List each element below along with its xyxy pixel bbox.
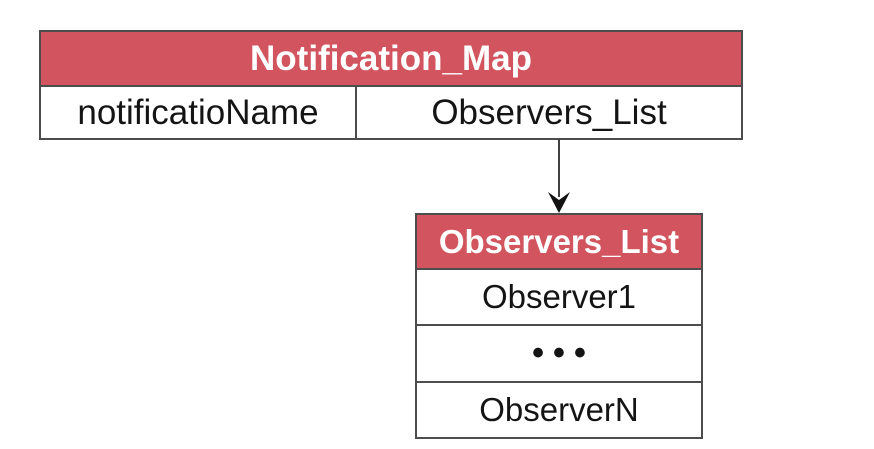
notification-map-body: notificatioName Observers_List [41,87,741,138]
table-row-observer1: Observer1 [481,278,637,316]
down-arrow-icon [548,139,570,213]
table-row-ellipsis: ••• [417,324,701,380]
observers-list-title: Observers_List [417,215,701,270]
notification-map-table: Notification_Map notificatioName Observe… [39,30,743,140]
notification-map-cell-key: notificatioName [41,87,357,138]
observers-list-table: Observers_List Observer1 ••• ObserverN [415,213,703,439]
table-row-observerN: ObserverN [417,380,701,437]
notification-map-title: Notification_Map [41,32,741,87]
notification-map-cell-value: Observers_List [431,92,667,132]
